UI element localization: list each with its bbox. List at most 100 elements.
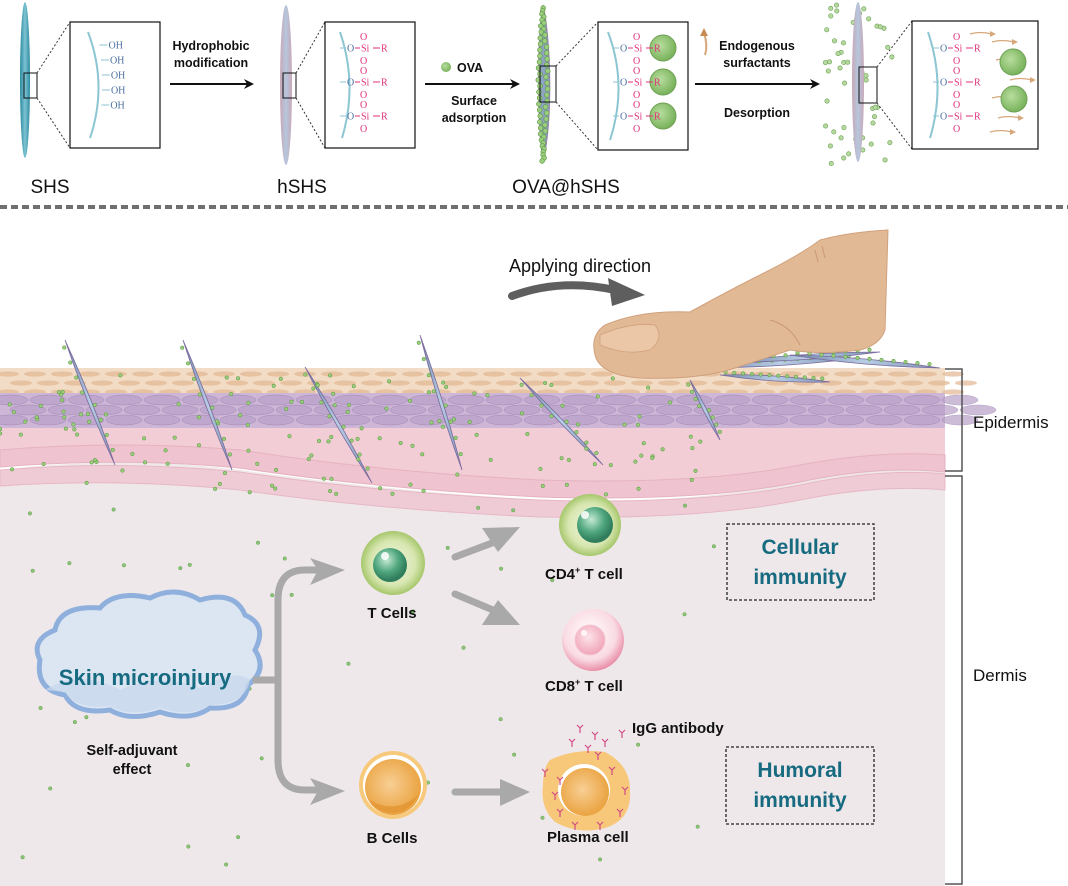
b-cell-icon [359, 751, 427, 819]
ova-particle [215, 419, 220, 424]
applying-direction-label: Applying direction [509, 256, 651, 276]
granular-cell [903, 414, 941, 426]
ova-legend-label: OVA [457, 61, 483, 75]
oxygen-label: O [633, 56, 640, 67]
dermis-region [0, 462, 945, 886]
igg-antibody-icons [541, 724, 629, 830]
direction-arrow-icon [508, 281, 619, 300]
ova-particle [311, 386, 316, 391]
granular-cell [389, 404, 427, 416]
ova-particle [448, 419, 453, 424]
granular-cell [9, 404, 47, 416]
ova-particle [221, 436, 227, 441]
ova-particle [598, 857, 603, 862]
igg-antibody-icon [584, 744, 592, 753]
granular-cell [237, 404, 275, 416]
ova-particle [92, 458, 97, 463]
cloud-caption: Self-adjuvant [86, 743, 177, 759]
ova-particle [38, 403, 43, 408]
arrowhead-cd4-icon [482, 527, 520, 552]
granular-cell [599, 414, 637, 426]
ova-particle [329, 476, 334, 481]
oxygen-label: O [633, 124, 640, 135]
inset-box [324, 21, 416, 149]
cd8-suffix: T cell [580, 678, 623, 695]
oxygen-label: O [633, 32, 640, 43]
ova-particle [121, 563, 126, 568]
cd4-text: CD4 [545, 566, 576, 583]
ova-particle [825, 68, 831, 74]
ova-particle [525, 432, 530, 437]
silicon-label: Si [954, 44, 963, 55]
immunity-text: immunity [753, 789, 847, 812]
cd4-t-cell-icon [559, 494, 621, 556]
cd4-label: CD4+ T cell [545, 565, 623, 583]
ova-particle [635, 422, 640, 427]
ova-particle [328, 488, 333, 494]
granular-cell [941, 414, 979, 426]
ova-particle [411, 609, 416, 614]
cellular-text: Cellular [761, 536, 838, 559]
ova-particle [89, 460, 94, 465]
granular-cell [599, 394, 637, 406]
silicon-label: Si [634, 112, 643, 123]
corneum-cell [388, 380, 410, 386]
ova-particle [543, 116, 549, 122]
ova-particle [289, 399, 294, 404]
ova-particle [537, 113, 543, 119]
ova-particle [110, 447, 115, 453]
zoom-line [555, 101, 599, 151]
ova-particle [59, 398, 65, 403]
granular-cell [789, 414, 827, 426]
ova-particle [384, 406, 389, 411]
corneum-cell [901, 380, 923, 386]
ova-particle [867, 347, 872, 352]
ova-particle [543, 74, 549, 80]
igg-antibody-icon [608, 766, 616, 775]
ova-particle [802, 375, 807, 380]
ova-particle [824, 98, 830, 104]
ova-particle [828, 160, 834, 166]
humoral-text: Humoral [757, 759, 842, 782]
r-group-label: R [654, 112, 661, 123]
corneum-cell [361, 380, 383, 386]
granular-cell [105, 394, 143, 406]
ova-particle [62, 345, 67, 350]
ova-particle [682, 503, 687, 508]
granular-cell [789, 394, 827, 406]
oxygen-label: O [633, 66, 640, 77]
ova-particle [529, 393, 534, 398]
ova-particle [236, 835, 241, 840]
ova-particle [706, 408, 712, 413]
ova-in-skin [0, 373, 703, 497]
corneum-cell [226, 380, 248, 386]
ova-particle [273, 486, 278, 491]
ova-particle [610, 376, 615, 381]
ova-particle [453, 435, 458, 440]
ova-particle [843, 354, 848, 359]
ova-particle [357, 452, 362, 457]
ova-particle [426, 390, 431, 395]
r-group-label: R [381, 78, 388, 89]
ova-particle [178, 566, 183, 571]
igg-antibody-icon [556, 776, 564, 785]
ova-particle [172, 435, 177, 440]
ova-particle [210, 405, 215, 410]
ova-particle [142, 460, 148, 465]
ova-particle [356, 457, 361, 462]
granular-cell [807, 404, 845, 416]
ova-particle [542, 38, 548, 44]
ova-particle [540, 483, 545, 488]
surfactant-arrowhead-icon [1012, 39, 1018, 45]
ova-particle [387, 379, 392, 384]
ova-particle [776, 373, 781, 378]
ova-particle [498, 717, 503, 722]
oxygen-label: O [347, 78, 354, 89]
corneum-cell [483, 371, 505, 377]
ova-particle [316, 438, 322, 443]
ova-particle [542, 104, 549, 110]
ova-particle [828, 13, 834, 19]
